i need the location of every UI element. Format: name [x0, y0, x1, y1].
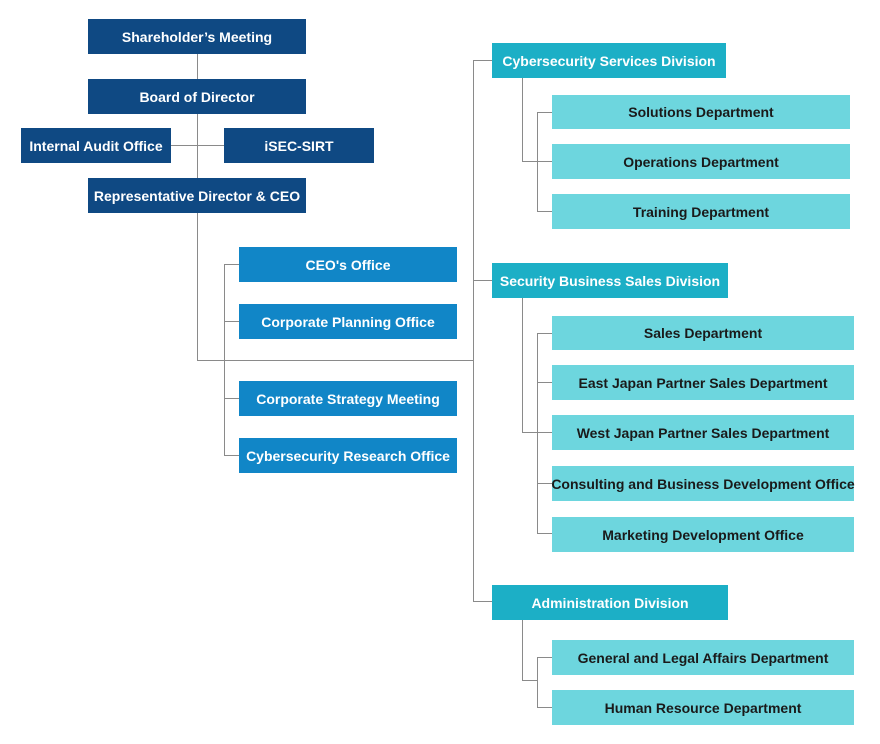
shareholders-meeting-box: Shareholder’s Meeting — [88, 19, 306, 54]
division-box-security-business-sales: Security Business Sales Division — [492, 263, 728, 298]
department-box-east-japan-partner-sales: East Japan Partner Sales Department — [552, 365, 854, 400]
isec-sirt-box: iSEC-SIRT — [224, 128, 374, 163]
corporate-planning-office-box: Corporate Planning Office — [239, 304, 457, 339]
board-of-director-box: Board of Director — [88, 79, 306, 114]
department-box-sales: Sales Department — [552, 316, 854, 350]
ceos-office-box: CEO's Office — [239, 247, 457, 282]
cybersecurity-research-office-box: Cybersecurity Research Office — [239, 438, 457, 473]
department-box-general-legal-affairs: General and Legal Affairs Department — [552, 640, 854, 675]
division-box-cybersecurity-services: Cybersecurity Services Division — [492, 43, 726, 78]
department-box-solutions: Solutions Department — [552, 95, 850, 129]
corporate-strategy-meeting-box: Corporate Strategy Meeting — [239, 381, 457, 416]
department-box-marketing-development: Marketing Development Office — [552, 517, 854, 552]
representative-director-ceo-box: Representative Director & CEO — [88, 178, 306, 213]
department-box-human-resource: Human Resource Department — [552, 690, 854, 725]
department-box-consulting-business-development: Consulting and Business Development Offi… — [551, 466, 855, 501]
internal-audit-office-box: Internal Audit Office — [21, 128, 171, 163]
division-box-administration: Administration Division — [492, 585, 728, 620]
department-box-operations: Operations Department — [552, 144, 850, 179]
department-box-west-japan-partner-sales: West Japan Partner Sales Department — [552, 415, 854, 450]
department-box-training: Training Department — [552, 194, 850, 229]
